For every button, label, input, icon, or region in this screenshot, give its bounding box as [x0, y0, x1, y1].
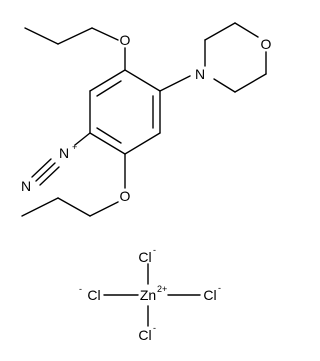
- morpholine-ring: N O: [159, 22, 272, 93]
- bond: [57, 197, 91, 217]
- atom-chlorine-right: Cl: [203, 287, 216, 303]
- atom-nitrogen-diazonium-terminal: N: [21, 178, 31, 194]
- bond-triple: [31, 158, 52, 178]
- bond: [57, 27, 93, 45]
- bond: [204, 22, 236, 41]
- atom-chlorine-left: Cl: [87, 287, 100, 303]
- atom-chlorine-bottom: Cl: [138, 327, 151, 343]
- bond: [89, 201, 119, 217]
- bond: [213, 78, 236, 93]
- propoxy-top: O: [24, 27, 131, 71]
- bond-ring: [89, 132, 126, 155]
- bond-triple: [39, 166, 60, 186]
- zinc-tetrachloride: Cl - Cl - Zn 2+ Cl - Cl -: [79, 245, 221, 343]
- bond-ring-double: [96, 127, 122, 144]
- atom-oxygen-bottom: O: [120, 188, 131, 204]
- bond: [74, 132, 91, 146]
- bond-triple: [35, 162, 56, 182]
- charge-minus-top: -: [153, 245, 156, 255]
- bond: [159, 75, 191, 92]
- bond: [91, 27, 119, 41]
- atom-oxygen-top: O: [120, 32, 131, 48]
- atom-nitrogen-diazonium-plus: N: [59, 145, 69, 161]
- atom-oxygen-morpholine: O: [261, 36, 272, 52]
- diazonium-group: N + N: [21, 132, 91, 194]
- bond-ring-double: [96, 80, 122, 97]
- charge-plus: +: [72, 142, 77, 152]
- bond-ring: [89, 69, 126, 92]
- atom-zinc: Zn: [140, 287, 156, 303]
- bond: [234, 73, 267, 93]
- charge-minus-right: -: [218, 283, 221, 293]
- atom-chlorine-top: Cl: [138, 249, 151, 265]
- charge-zinc: 2+: [157, 284, 167, 294]
- charge-minus-left: -: [79, 284, 82, 294]
- benzene-ring: [89, 69, 161, 155]
- propoxy-bottom: O: [21, 153, 131, 217]
- bond-ring: [124, 132, 161, 155]
- atom-nitrogen-morpholine: N: [195, 66, 205, 82]
- chemical-structure-diagram: O N O N + N O Cl - Cl: [20, 22, 272, 343]
- charge-minus-bottom: -: [153, 323, 156, 333]
- bond: [24, 27, 59, 45]
- structure-svg: O N O N + N O Cl - Cl: [21, 22, 272, 343]
- bond: [234, 22, 259, 38]
- bond: [21, 197, 59, 217]
- bond-ring: [124, 69, 161, 92]
